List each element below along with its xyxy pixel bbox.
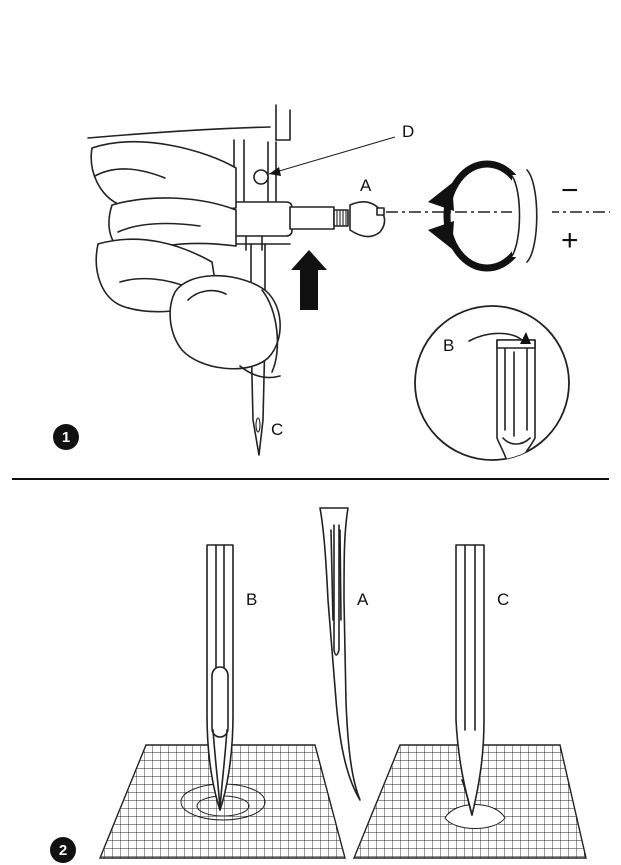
rotation-direction-icon: [428, 160, 552, 272]
hand-holding-needle: [90, 141, 281, 379]
push-up-arrow: [291, 250, 327, 310]
label-c: C: [271, 420, 283, 439]
minus-symbol: −: [561, 174, 579, 207]
plus-symbol: +: [561, 224, 579, 257]
needle-b-fabric: [206, 544, 234, 811]
label-a: A: [360, 176, 372, 195]
label-a-fabric: A: [357, 590, 369, 609]
step-one-number: 1: [62, 429, 70, 446]
step-two-panel: B A C 2: [50, 507, 587, 863]
leader-line-d: [268, 136, 396, 175]
machine-head-outline: [87, 104, 291, 206]
step-two-badge: [50, 837, 76, 863]
needle-a-bent: [319, 507, 361, 801]
step-one-badge: [53, 424, 79, 450]
label-c-fabric: C: [497, 590, 509, 609]
label-b-fabric: B: [246, 590, 257, 609]
label-d: D: [402, 122, 414, 141]
magnifier-inset: [414, 305, 570, 461]
step-one-panel: D A B C − + 1: [53, 104, 610, 461]
clamp-screw-a: [289, 200, 386, 238]
screw-d-hole: [253, 169, 269, 185]
step-two-number: 2: [59, 842, 67, 859]
label-b-inset: B: [443, 336, 454, 355]
leader-arrowhead-d: [269, 167, 281, 176]
needle-c-fabric: [455, 544, 485, 816]
